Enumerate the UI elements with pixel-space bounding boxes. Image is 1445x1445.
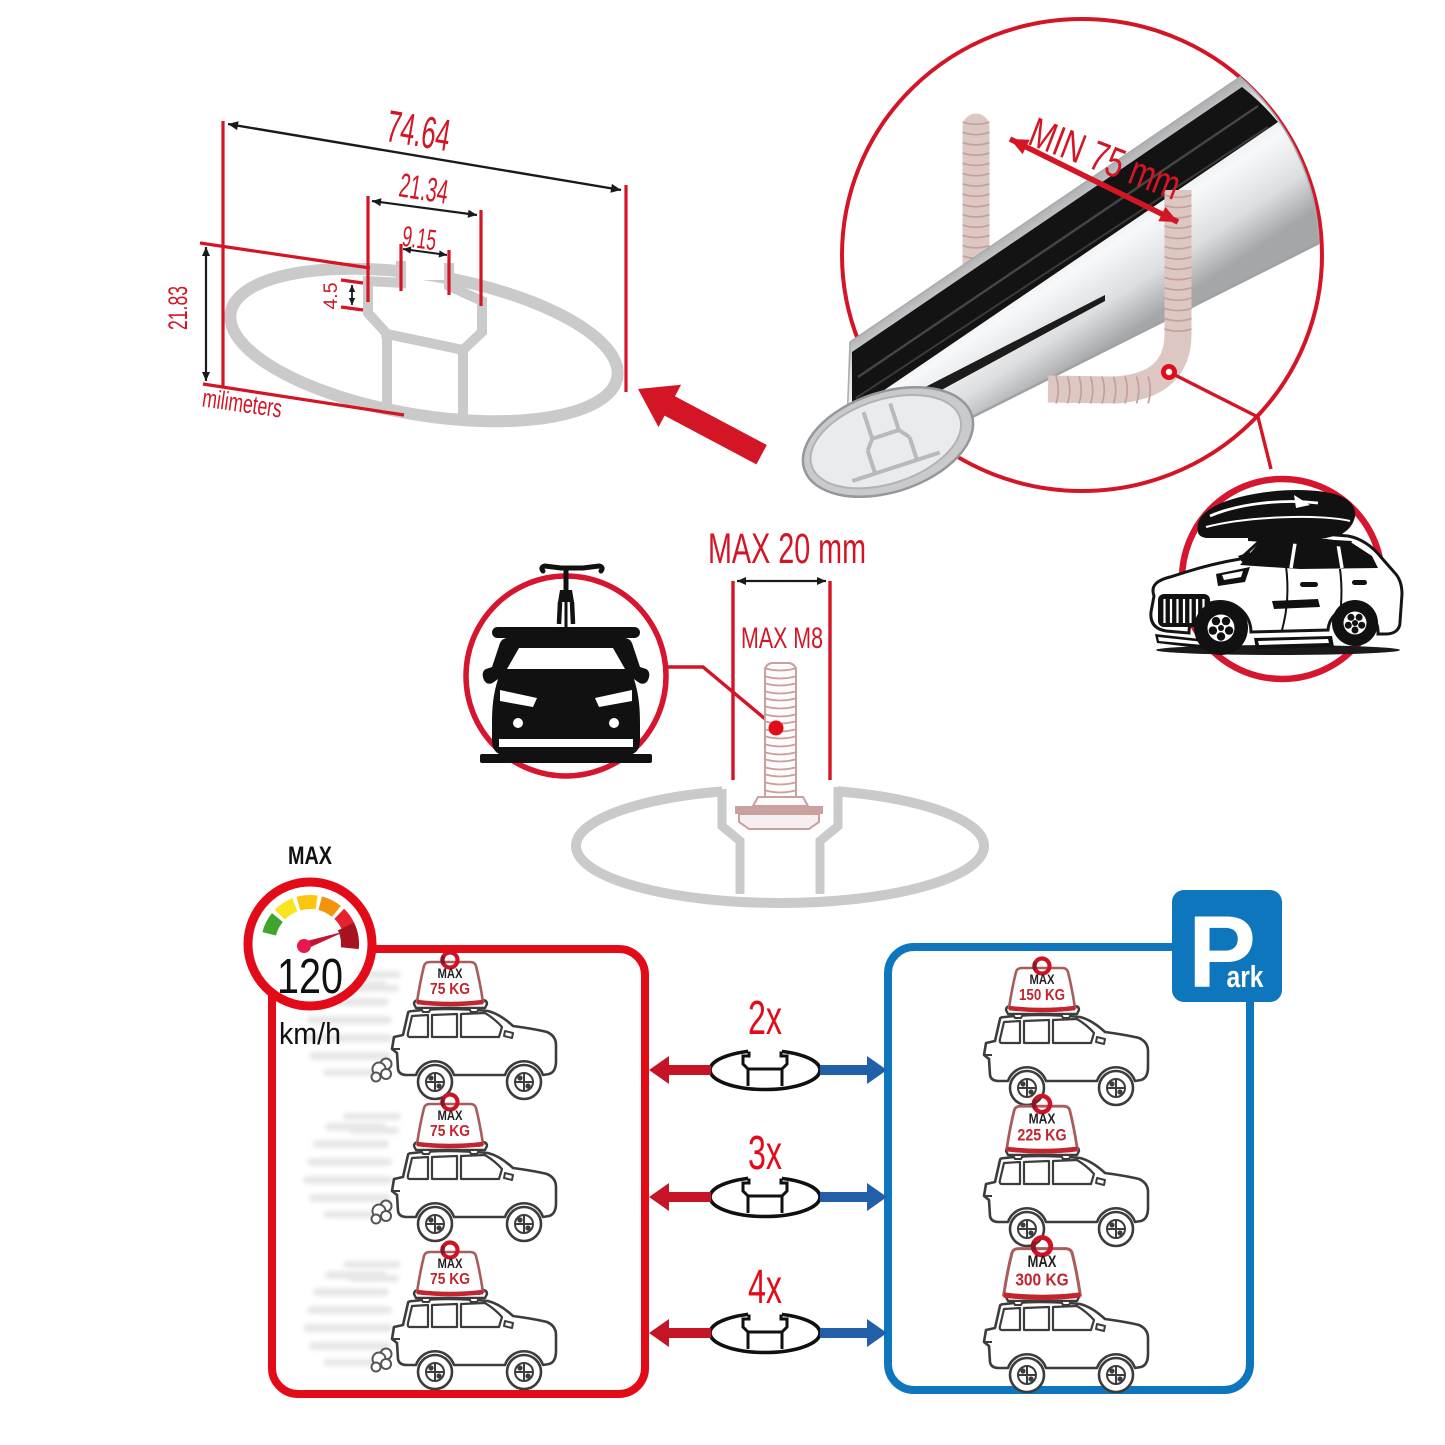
svg-text:MAX M8: MAX M8 [741, 622, 823, 655]
svg-text:MAX: MAX [1030, 971, 1056, 987]
svg-text:MAX: MAX [438, 965, 464, 981]
svg-text:9.15: 9.15 [400, 221, 438, 257]
svg-text:21.34: 21.34 [397, 167, 451, 212]
svg-text:ark: ark [1227, 959, 1265, 994]
svg-text:MAX 20 mm: MAX 20 mm [708, 525, 866, 573]
svg-text:2x: 2x [748, 992, 782, 1045]
svg-text:MAX: MAX [1029, 1110, 1056, 1127]
svg-text:300 KG: 300 KG [1015, 1270, 1068, 1290]
svg-text:MAX: MAX [288, 842, 332, 870]
svg-text:75 KG: 75 KG [430, 981, 470, 998]
svg-text:MAX: MAX [1028, 1253, 1057, 1271]
svg-text:P: P [1188, 895, 1256, 1009]
svg-text:km/h: km/h [279, 1016, 341, 1051]
svg-text:4x: 4x [748, 1261, 782, 1314]
svg-text:4.5: 4.5 [321, 283, 342, 310]
svg-text:75 KG: 75 KG [430, 1271, 470, 1288]
svg-text:150 KG: 150 KG [1019, 987, 1065, 1004]
svg-text:MAX: MAX [438, 1255, 464, 1271]
svg-text:21.83: 21.83 [163, 286, 193, 330]
svg-text:3x: 3x [748, 1127, 782, 1180]
svg-text:120: 120 [277, 950, 343, 1004]
svg-text:225 KG: 225 KG [1017, 1125, 1066, 1144]
svg-text:MAX: MAX [438, 1107, 464, 1123]
svg-text:74.64: 74.64 [383, 100, 455, 161]
svg-text:75 KG: 75 KG [430, 1123, 470, 1140]
